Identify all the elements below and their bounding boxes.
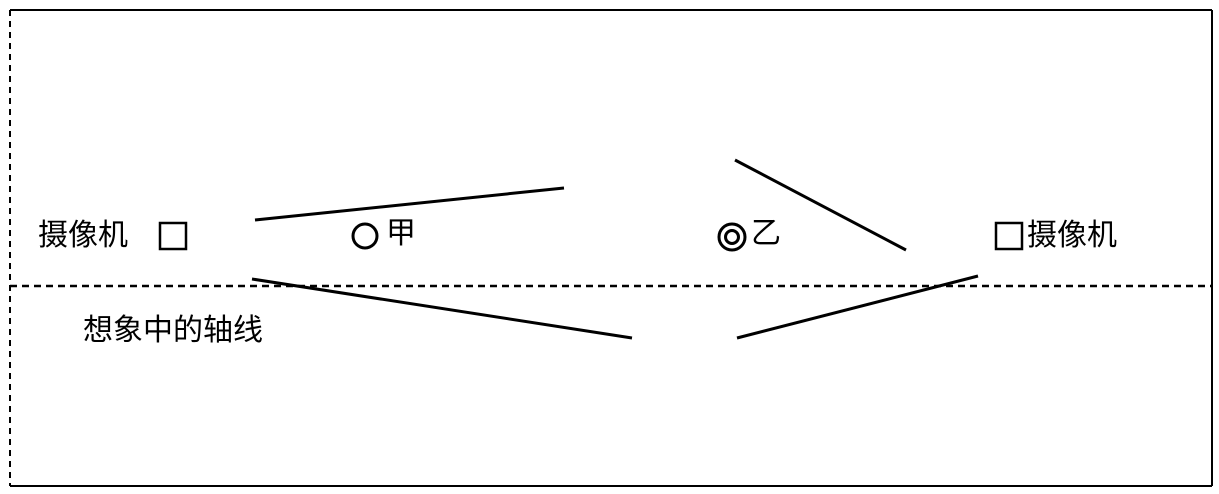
left-camera-view-line-upper bbox=[254, 186, 565, 222]
subject-b-inner-circle-icon bbox=[724, 229, 740, 245]
imaginary-axis-label: 想象中的轴线 bbox=[83, 313, 263, 348]
left-camera-label: 摄像机 bbox=[38, 218, 128, 253]
subject-b-label: 乙 bbox=[751, 216, 781, 251]
right-camera-square-icon bbox=[994, 221, 1024, 251]
right-camera-view-line-upper bbox=[734, 158, 907, 252]
right-camera-label: 摄像机 bbox=[1027, 218, 1117, 253]
right-camera-view-line-lower bbox=[736, 274, 979, 340]
subject-a-circle-icon bbox=[351, 222, 379, 250]
subject-b-outer-circle-icon bbox=[717, 222, 747, 252]
subject-a-label: 甲 bbox=[386, 216, 416, 251]
left-camera-square-icon bbox=[158, 221, 188, 251]
left-camera-view-line-lower bbox=[251, 277, 633, 340]
